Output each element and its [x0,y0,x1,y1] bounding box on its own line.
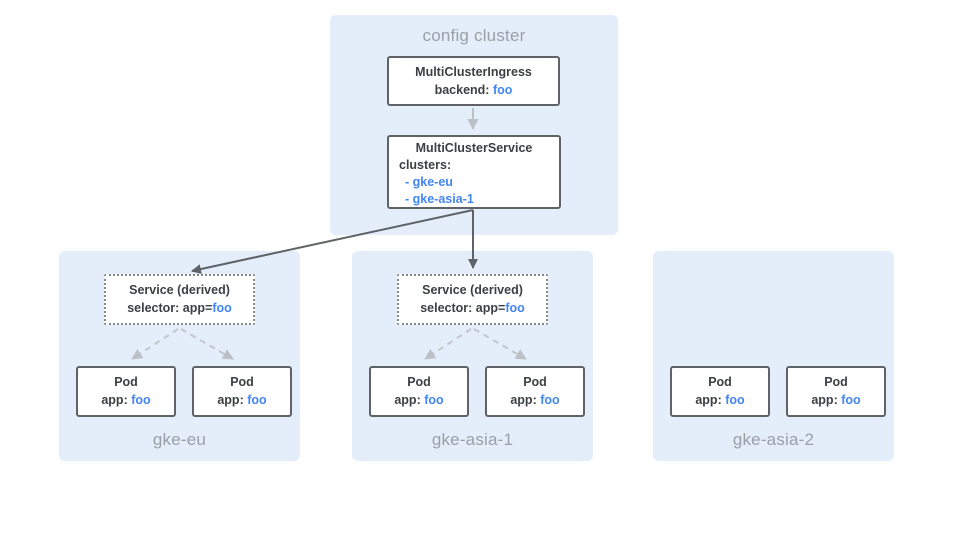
selector-value: foo [505,301,525,315]
pod-app: app: foo [101,393,151,407]
service-derived-box-gke-asia-1: Service (derived) selector: app=foo [397,274,548,325]
pod-app: app: foo [510,393,560,407]
app-value: foo [540,393,560,407]
service-selector: selector: app=foo [420,301,525,315]
cluster-item-gke-eu: - gke-eu [405,175,453,189]
backend-value: foo [492,83,513,97]
pod-box-gke-eu-1: Pod app: foo [76,366,176,417]
pod-box-gke-asia-2-1: Pod app: foo [670,366,770,417]
pod-name: Pod [407,375,431,389]
app-value: foo [424,393,444,407]
pod-app: app: foo [695,393,745,407]
gke-eu-label: gke-eu [152,430,207,449]
multi-cluster-service-box: MultiClusterService clusters: - gke-eu -… [387,135,561,209]
config-cluster-title: config cluster [422,26,526,45]
multi-cluster-ingress-name: MultiClusterIngress [415,65,532,79]
gke-asia-2-label: gke-asia-2 [732,430,815,449]
multi-cluster-ingress-backend: backend: foo [434,83,513,97]
selector-value: foo [212,301,232,315]
pod-box-gke-eu-2: Pod app: foo [192,366,292,417]
pod-name: Pod [708,375,732,389]
cluster-item-gke-asia-1: - gke-asia-1 [405,192,474,206]
gke-asia-1-label: gke-asia-1 [431,430,514,449]
multi-cluster-service-name: MultiClusterService [415,141,533,155]
pod-box-gke-asia-1-2: Pod app: foo [485,366,585,417]
pod-name: Pod [824,375,848,389]
pod-app: app: foo [811,393,861,407]
pod-app: app: foo [394,393,444,407]
pod-name: Pod [230,375,254,389]
service-derived-box-gke-eu: Service (derived) selector: app=foo [104,274,255,325]
multi-cluster-ingress-box: MultiClusterIngress backend: foo [387,56,560,106]
clusters-label: clusters: [399,158,452,172]
pod-name: Pod [114,375,138,389]
pod-box-gke-asia-2-2: Pod app: foo [786,366,886,417]
app-value: foo [841,393,861,407]
service-title: Service (derived) [422,283,523,297]
service-title: Service (derived) [129,283,230,297]
app-value: foo [725,393,745,407]
app-value: foo [131,393,151,407]
app-value: foo [247,393,267,407]
service-selector: selector: app=foo [127,301,232,315]
gke-asia-2-panel [653,251,894,461]
pod-name: Pod [523,375,547,389]
pod-box-gke-asia-1-1: Pod app: foo [369,366,469,417]
pod-app: app: foo [217,393,267,407]
